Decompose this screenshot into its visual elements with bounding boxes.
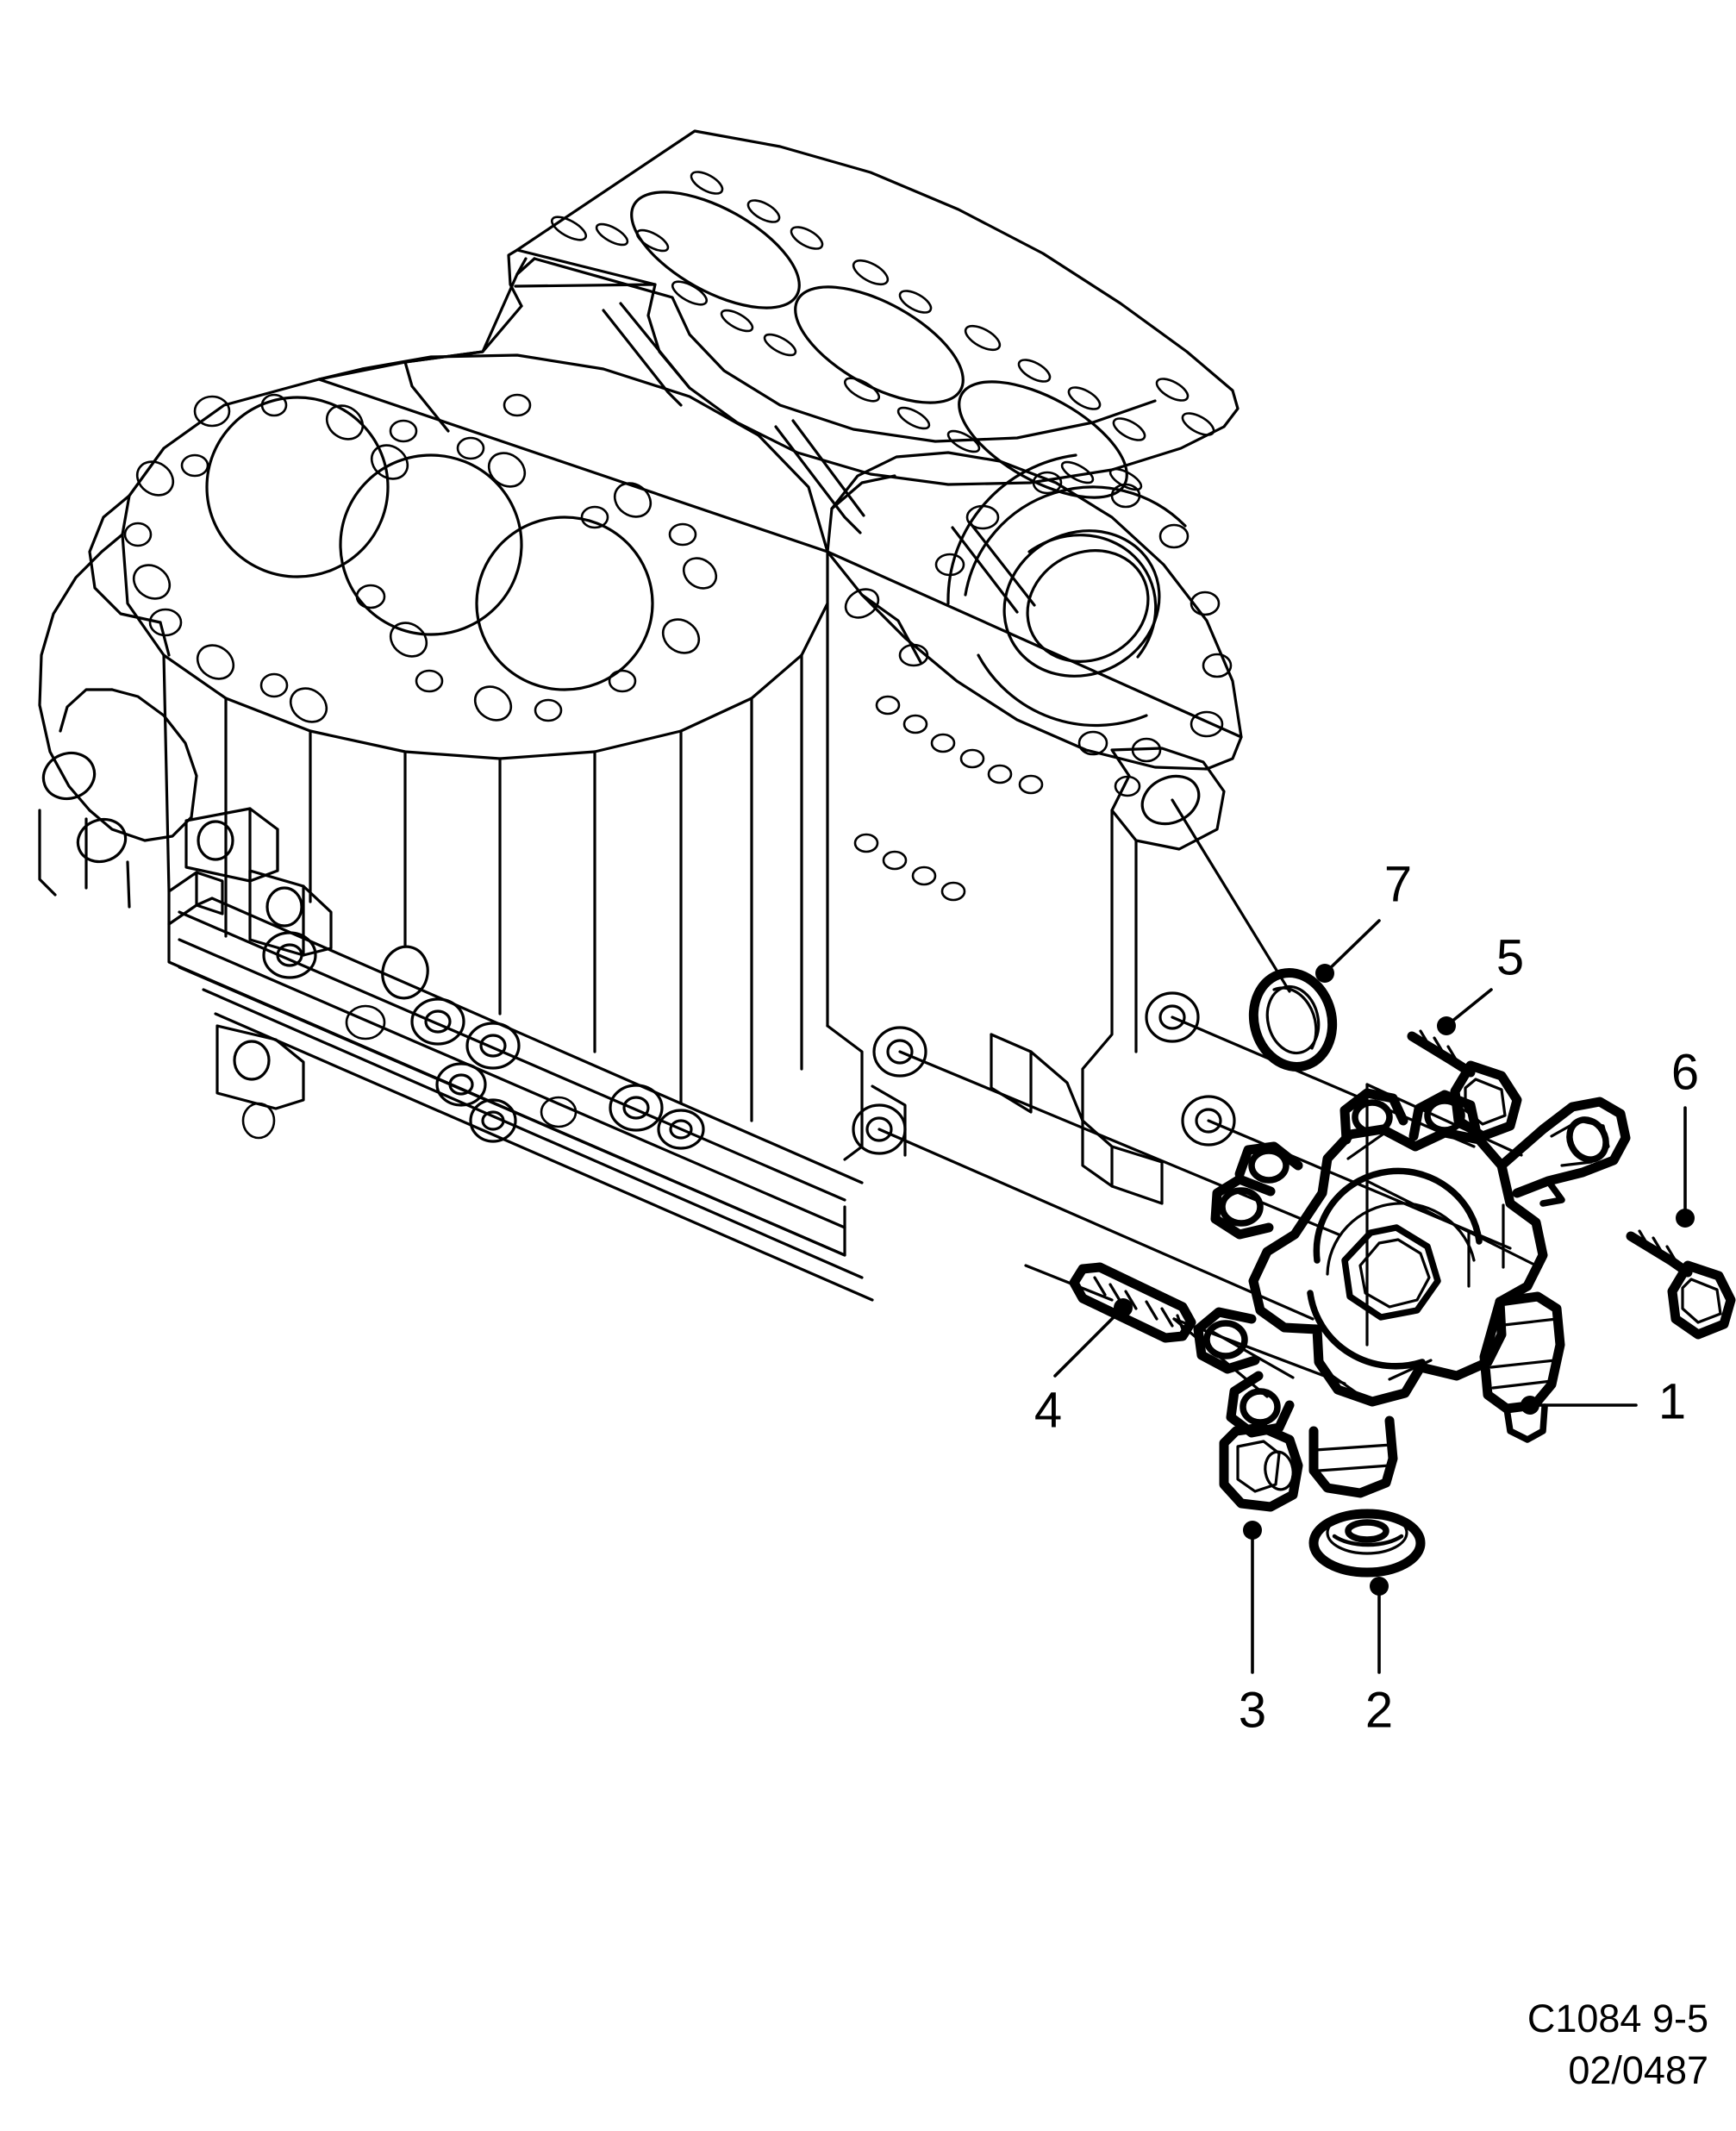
- callout-1-label: 1: [1658, 1373, 1686, 1429]
- dowel-stud: [1069, 1262, 1196, 1343]
- flange-bolt-upper: [1407, 1029, 1522, 1141]
- callout-5-label: 5: [1496, 929, 1524, 985]
- drawing-date-code: 02/0487: [1568, 2048, 1708, 2093]
- callout-1[interactable]: 1: [1521, 1373, 1686, 1429]
- callout-2-label: 2: [1365, 1682, 1393, 1738]
- o-ring-seal: [1248, 968, 1338, 1072]
- sealing-washer: [1308, 1509, 1426, 1578]
- callout-4[interactable]: 4: [1034, 1298, 1133, 1438]
- front-face-holes: [844, 471, 1233, 902]
- hex-flange-nut: [1219, 1422, 1303, 1512]
- callout-4-label: 4: [1034, 1382, 1062, 1438]
- callout-6[interactable]: 6: [1671, 1044, 1699, 1228]
- callout-3[interactable]: 3: [1239, 1521, 1266, 1738]
- callout-layer: 1 2 3 4 5 6: [1034, 856, 1699, 1738]
- bellhousing-flange: [38, 494, 198, 909]
- oil-pump-assembly: [1193, 1088, 1631, 1498]
- right-deck-holes: [550, 171, 1215, 491]
- left-deck-holes: [123, 393, 718, 723]
- callout-6-label: 6: [1671, 1044, 1699, 1100]
- callout-3-label: 3: [1239, 1682, 1266, 1738]
- callout-5[interactable]: 5: [1437, 929, 1524, 1035]
- block-front-face: [826, 451, 1243, 902]
- cylinder-block: [38, 129, 1243, 1302]
- oil-pan-rail: [167, 807, 874, 1302]
- right-bank-deck: [515, 129, 1240, 499]
- drawing-reference-code: C1084 9-5: [1527, 1997, 1708, 2041]
- block-skirt: [162, 602, 1236, 1205]
- callout-7[interactable]: 7: [1315, 856, 1412, 983]
- rail-bolt-bosses: [262, 931, 705, 1150]
- callout-7-label: 7: [1384, 856, 1412, 912]
- flange-bolt-lower: [1626, 1229, 1736, 1340]
- callout-2[interactable]: 2: [1365, 1577, 1393, 1738]
- pump-mount-bosses: [852, 991, 1236, 1155]
